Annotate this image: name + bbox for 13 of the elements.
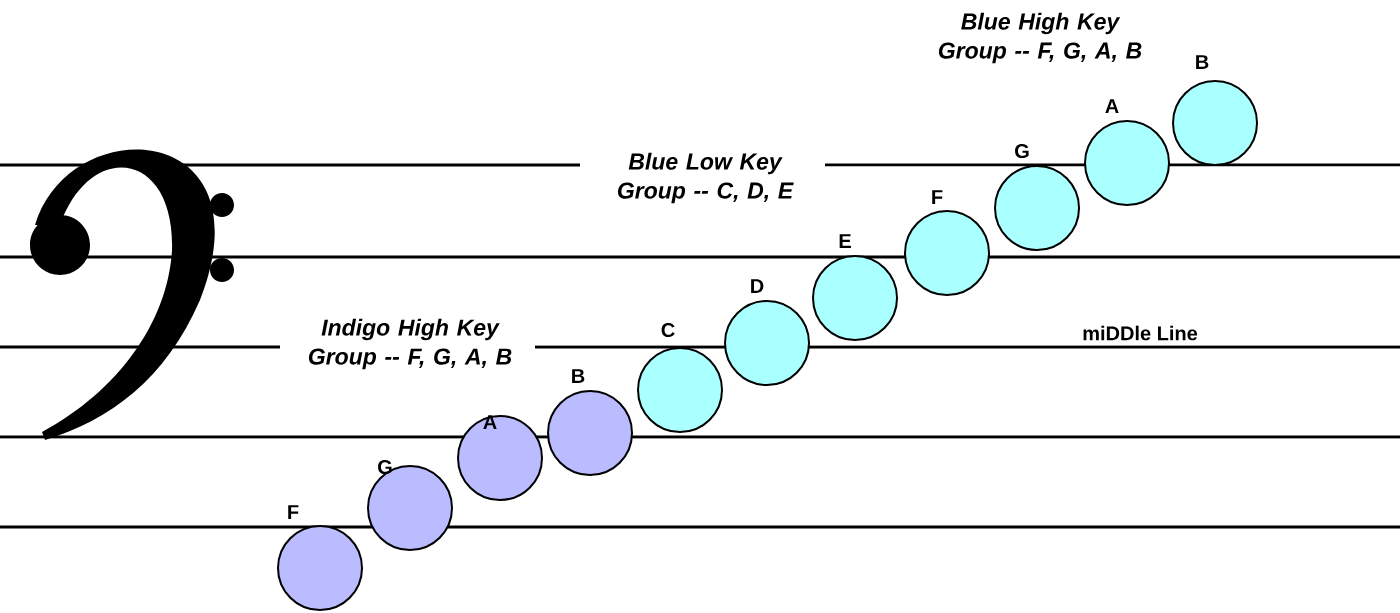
note-letter: G	[1015, 143, 1029, 159]
group-caption: Blue High Key Group -- F, G, A, B	[938, 12, 1142, 64]
group-caption: Blue Low Key Group -- C, D, E	[618, 152, 794, 204]
note-letter: A	[1105, 99, 1119, 113]
group-caption: Indigo High Key Group -- F, G, A, B	[308, 318, 512, 370]
note-letter: F	[288, 505, 299, 519]
note-letter: F	[932, 190, 943, 204]
note-letter: E	[839, 234, 851, 248]
note-letter: B	[1196, 55, 1209, 69]
note-letter: C	[661, 322, 675, 338]
note-letter: D	[751, 279, 764, 293]
line-label: miDDle Line	[1083, 325, 1198, 341]
note-letter: B	[572, 369, 585, 383]
